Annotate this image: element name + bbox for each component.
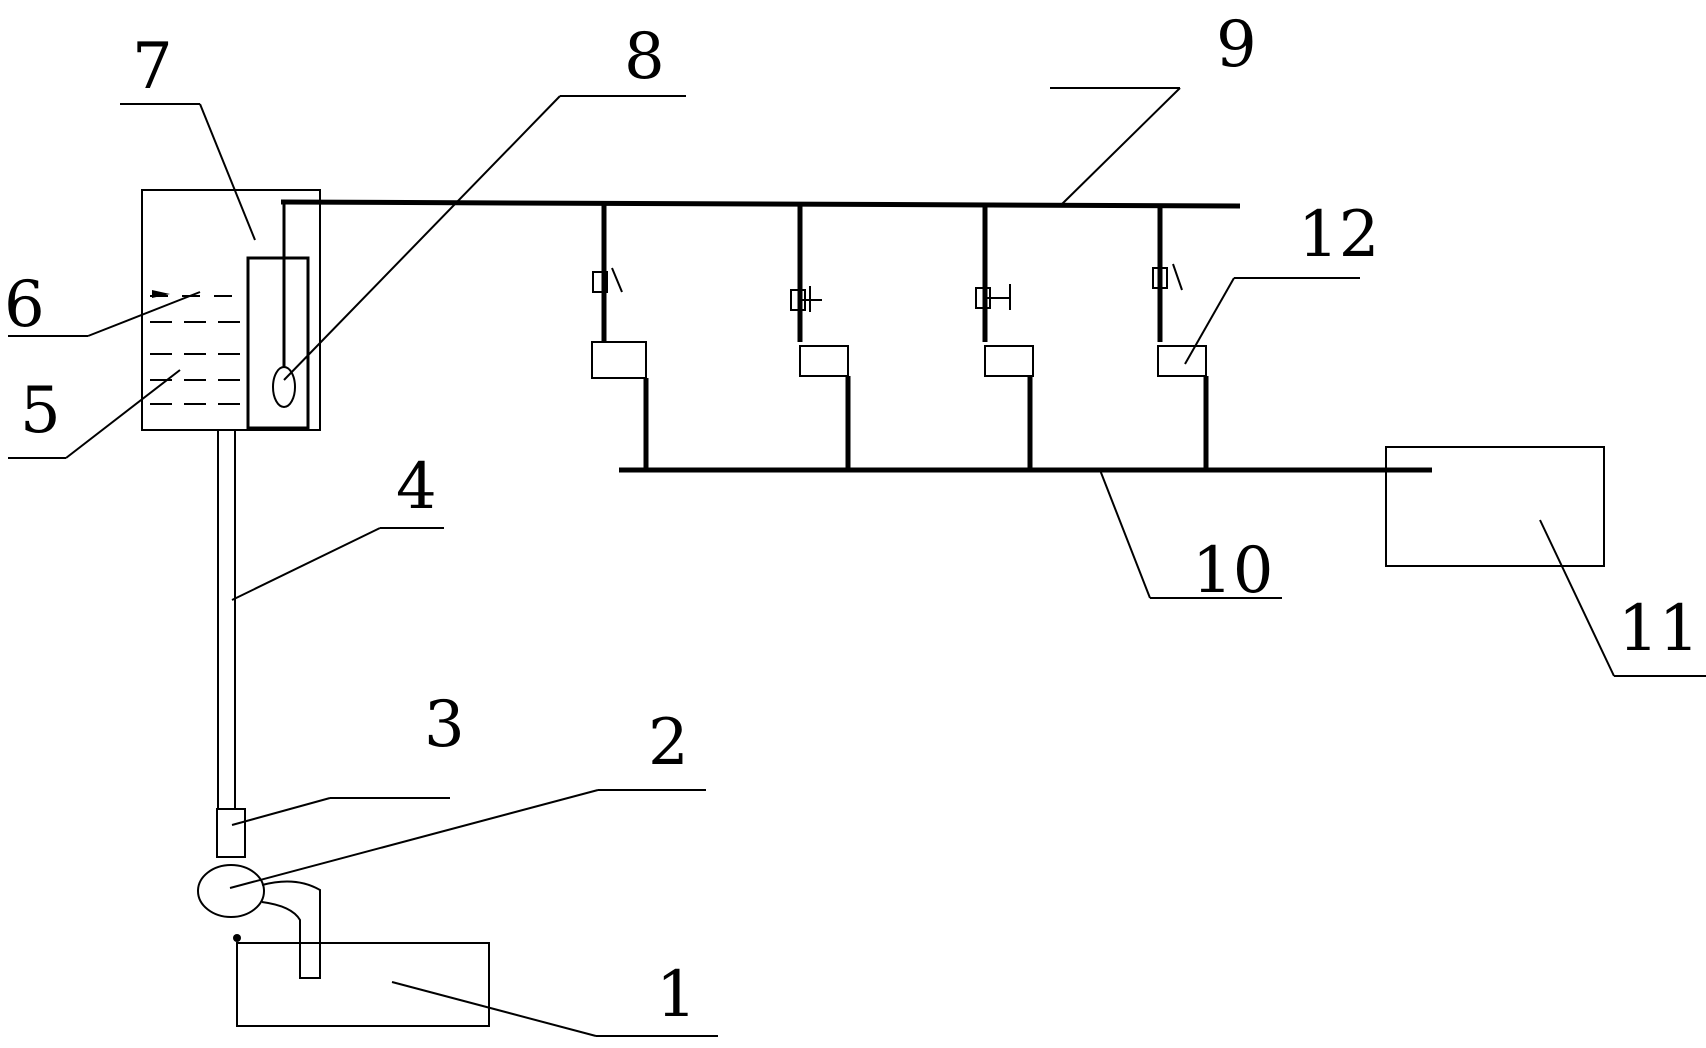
inner-chamber: [246, 256, 310, 430]
branch-3: [975, 204, 1034, 470]
pump: [197, 864, 321, 979]
branch-4: [1152, 204, 1209, 470]
upper-header-pipe: [280, 199, 1241, 209]
label-2: 2: [648, 706, 689, 780]
lower-reservoir: [233, 934, 490, 1027]
liquid-lines: [150, 290, 240, 405]
label-7: 7: [132, 30, 173, 104]
label-1: 1: [656, 958, 697, 1032]
label-6: 6: [4, 268, 45, 342]
label-10: 10: [1192, 534, 1273, 608]
label-5: 5: [20, 374, 61, 448]
label-11: 11: [1618, 592, 1699, 666]
branch-1: [591, 204, 649, 470]
branch-2: [790, 204, 851, 470]
riser-pipe: [217, 430, 236, 810]
valve: [216, 808, 246, 858]
leader-lines: [8, 87, 1706, 1037]
label-9: 9: [1216, 8, 1257, 82]
label-4: 4: [396, 450, 437, 524]
collection-tank: [1385, 446, 1605, 567]
float: [272, 202, 296, 408]
label-3: 3: [424, 688, 465, 762]
upper-tank: [141, 189, 321, 431]
label-8: 8: [624, 20, 665, 94]
label-12: 12: [1298, 198, 1379, 272]
